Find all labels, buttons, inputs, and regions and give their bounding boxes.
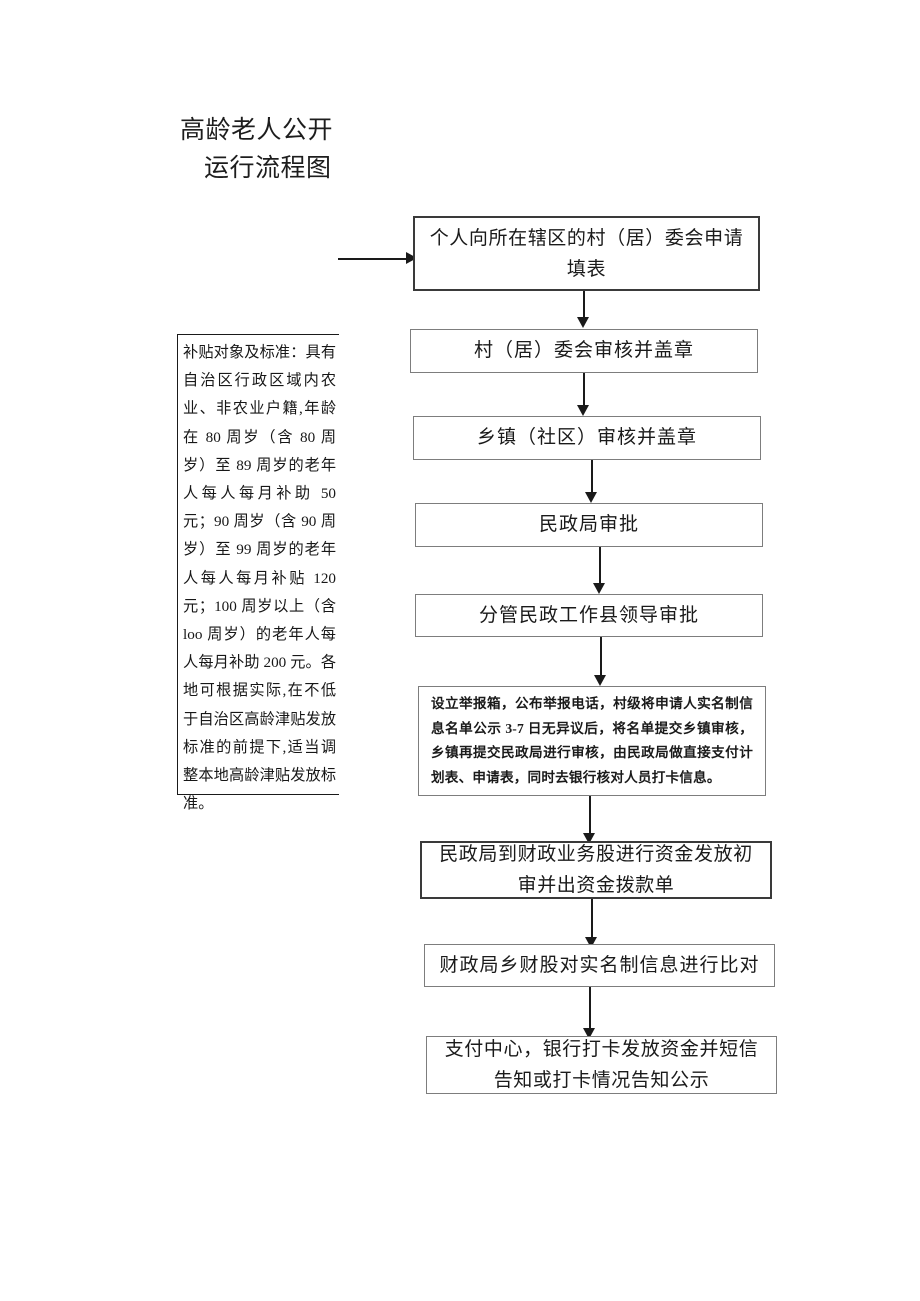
flow-node-step9-label: 支付中心，银行打卡发放资金并短信告知或打卡情况告知公示 — [444, 1039, 759, 1091]
flow-node-step7: 民政局到财政业务股进行资金发放初审并出资金拨款单 — [420, 841, 772, 899]
flow-node-step8: 财政局乡财股对实名制信息进行比对 — [424, 944, 775, 987]
connector-7-8-arrowhead — [584, 937, 597, 948]
flow-node-step2-label: 村（居）委会审核并盖章 — [473, 340, 694, 361]
connector-2-3 — [583, 373, 585, 406]
connector-6-7-arrowhead — [582, 833, 595, 844]
flow-node-step1-label: 个人向所在辖区的村（居）委会申请填表 — [429, 227, 744, 280]
connector-6-7 — [589, 796, 591, 834]
flow-node-step4-label: 民政局审批 — [538, 514, 639, 535]
connector-3-4 — [591, 460, 593, 493]
connector-1-2 — [583, 291, 585, 318]
entry-connector-line — [338, 258, 408, 260]
page-title: 高龄老人公开 运行流程图 — [178, 112, 408, 188]
connector-4-5-arrowhead — [592, 583, 605, 594]
flow-node-step6-label: 设立举报箱，公布举报电话，村级将申请人实名制信息名单公示 3-7 日无异议后，将… — [431, 696, 753, 785]
subsidy-criteria-note: 补贴对象及标准：具有自治区行政区域内农业、非农业户籍,年龄在 80 周岁（含 8… — [177, 334, 339, 812]
connector-8-9-arrowhead — [582, 1028, 595, 1039]
connector-5-6-arrowhead — [593, 675, 606, 686]
flow-node-step6: 设立举报箱，公布举报电话，村级将申请人实名制信息名单公示 3-7 日无异议后，将… — [418, 686, 766, 796]
flow-node-step9: 支付中心，银行打卡发放资金并短信告知或打卡情况告知公示 — [426, 1036, 777, 1094]
flow-node-step3: 乡镇（社区）审核并盖章 — [413, 416, 761, 460]
flow-node-step2: 村（居）委会审核并盖章 — [410, 329, 758, 373]
connector-3-4-arrowhead — [584, 492, 597, 503]
connector-8-9 — [589, 987, 591, 1029]
flow-node-step4: 民政局审批 — [415, 503, 763, 547]
connector-7-8 — [591, 899, 593, 938]
flow-node-step5: 分管民政工作县领导审批 — [415, 594, 763, 637]
flow-node-step7-label: 民政局到财政业务股进行资金发放初审并出资金拨款单 — [439, 844, 753, 896]
entry-connector-arrowhead — [406, 251, 417, 264]
connector-4-5 — [599, 547, 601, 584]
flow-node-step5-label: 分管民政工作县领导审批 — [478, 604, 699, 626]
page-title-line-1: 高龄老人公开 — [180, 117, 334, 144]
connector-5-6 — [600, 637, 602, 676]
connector-1-2-arrowhead — [576, 317, 589, 328]
connector-2-3-arrowhead — [576, 405, 589, 416]
flow-node-step1: 个人向所在辖区的村（居）委会申请填表 — [413, 216, 760, 291]
flow-node-step8-label: 财政局乡财股对实名制信息进行比对 — [439, 954, 760, 976]
page-title-line-2: 运行流程图 — [204, 155, 332, 182]
flow-node-step3-label: 乡镇（社区）审核并盖章 — [476, 427, 697, 448]
